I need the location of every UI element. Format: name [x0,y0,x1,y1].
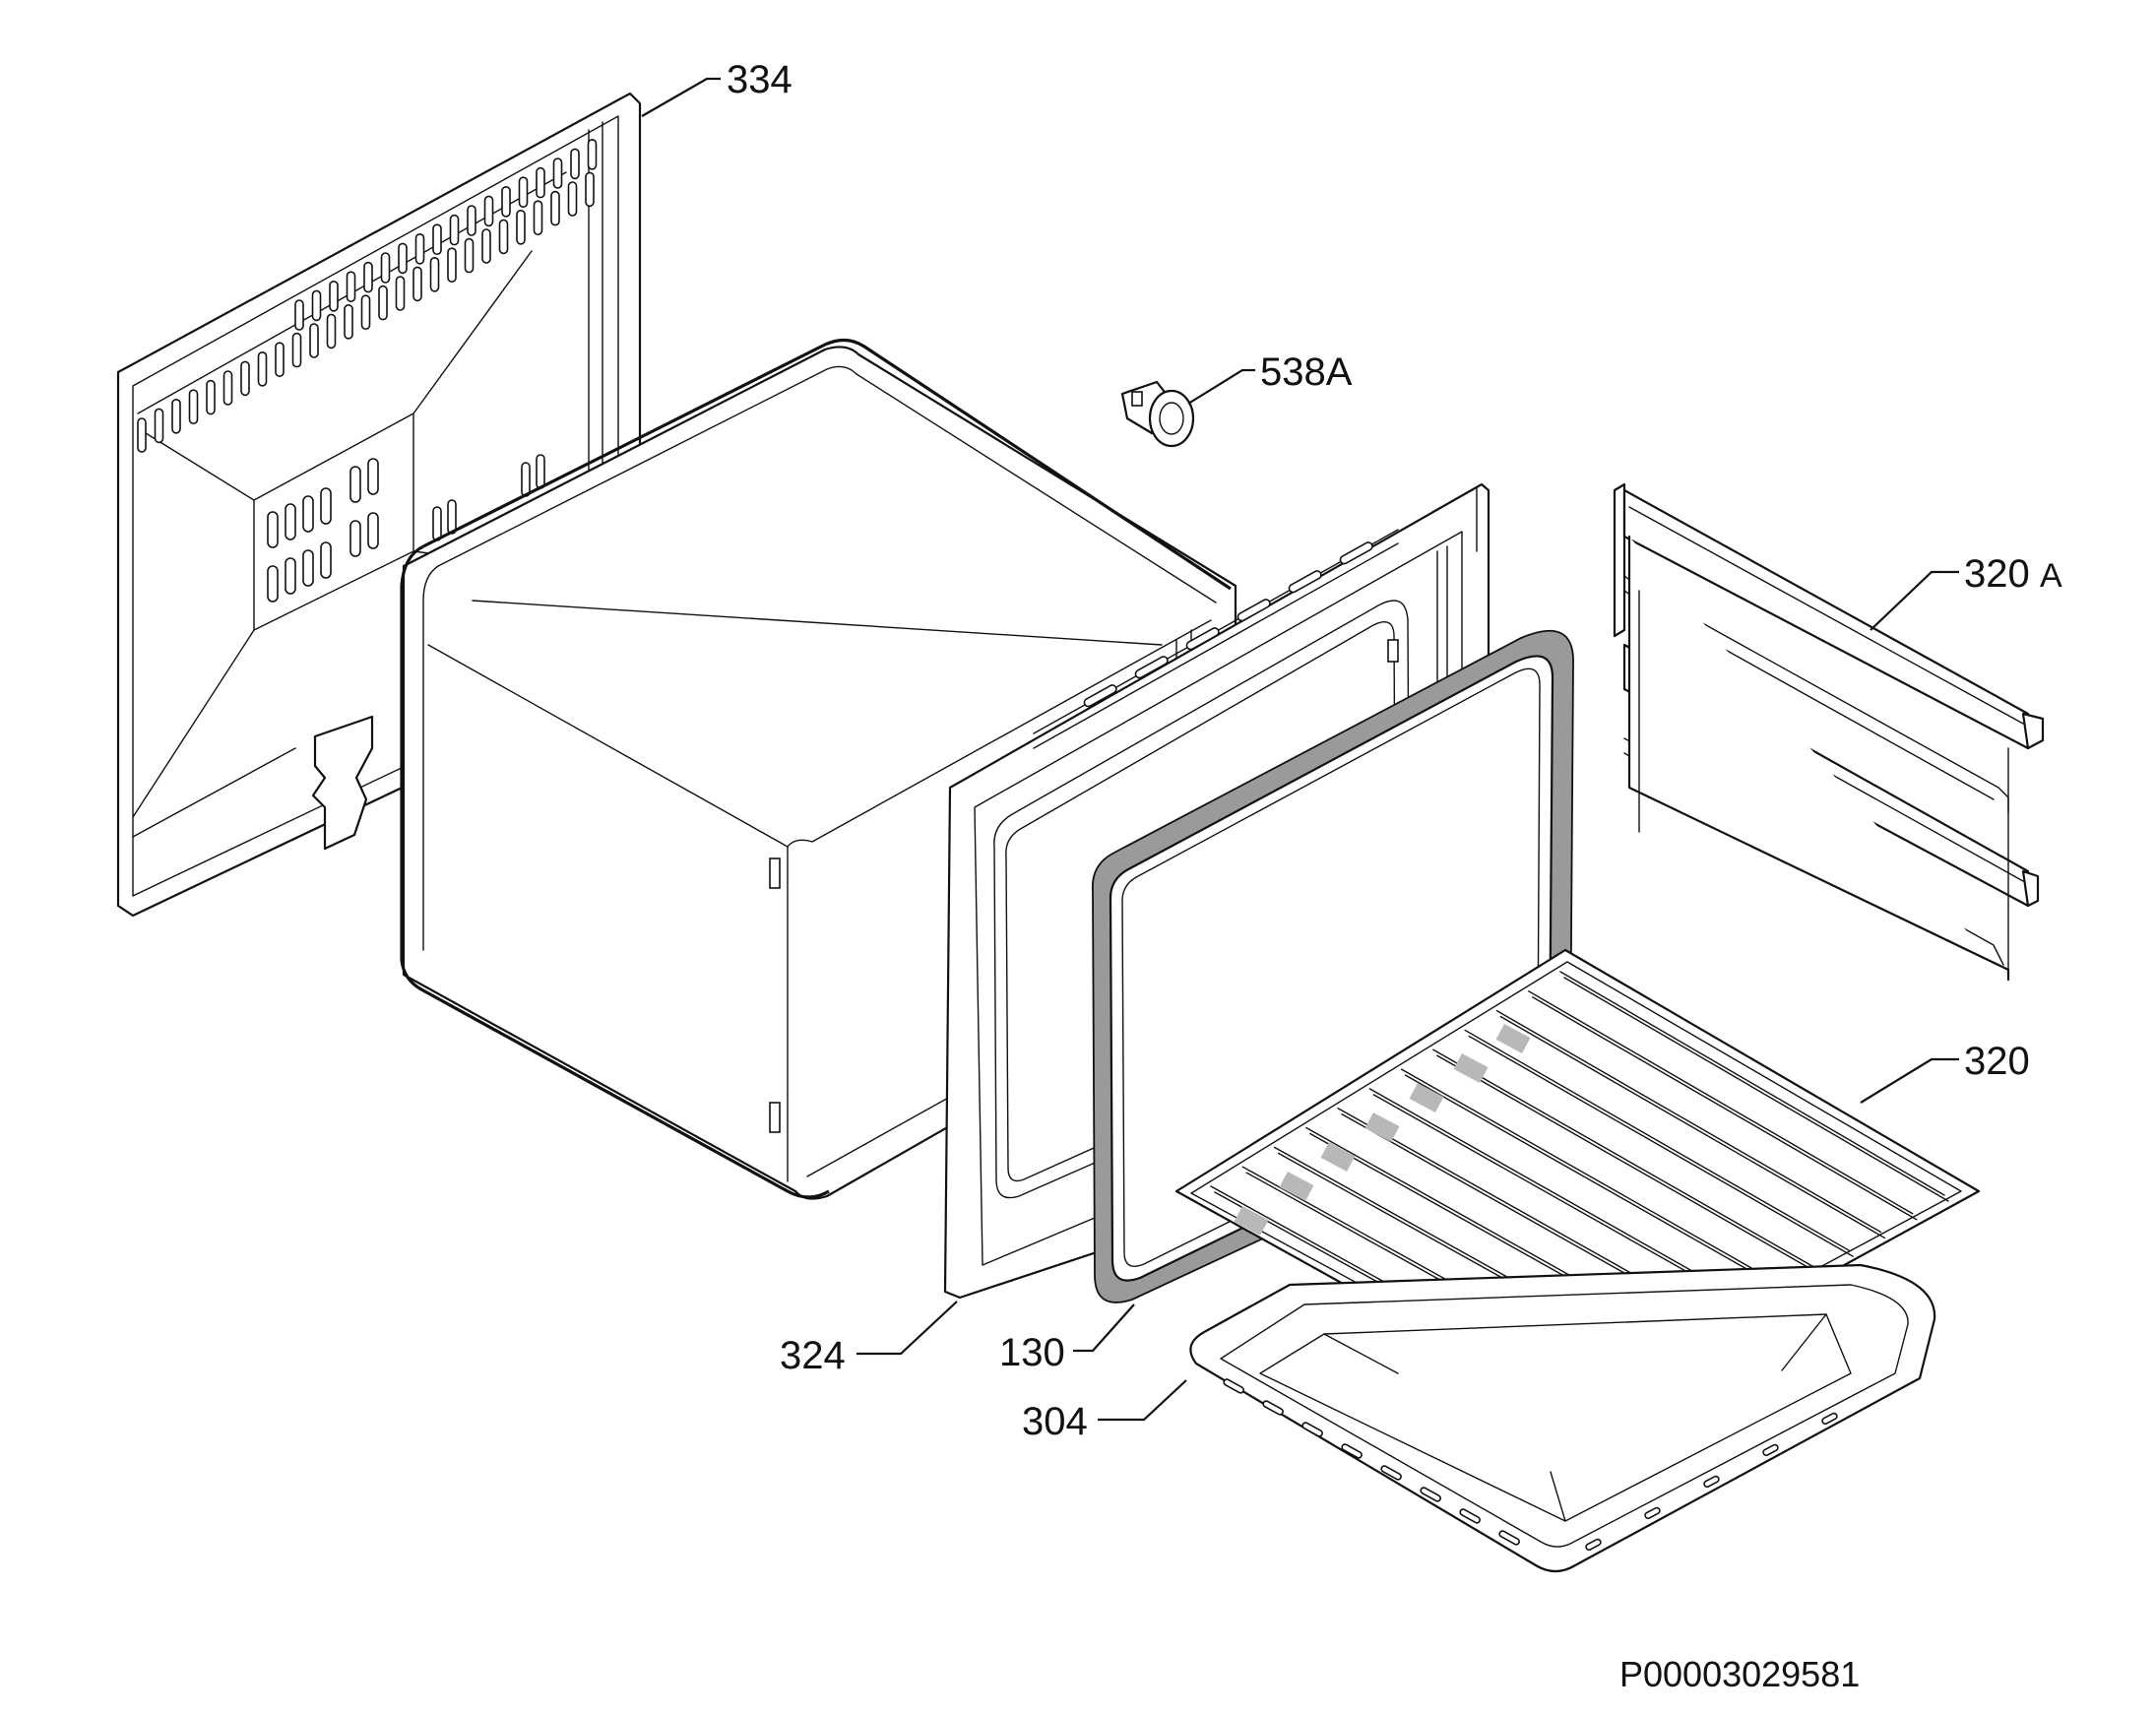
vent-slot [398,242,408,275]
vent-slot [533,200,543,235]
vent-slot [498,219,509,255]
tray-slot [1459,1508,1481,1524]
vent-slot [222,370,233,406]
vent-slot [467,205,476,236]
frame-slot [1339,541,1373,565]
vent-slot [344,303,353,340]
vent-slot [585,171,595,208]
vent-slot [326,313,337,349]
shelf-rod [1495,1009,1882,1234]
shelf-rod [1468,1035,1854,1257]
shelf-rod [1432,1048,1818,1270]
vent-slot [346,271,356,303]
vent-slot [447,247,457,283]
shelf-rod [1436,1054,1822,1276]
rear-panel-vent-slots [137,139,598,453]
wire-shelf-hatching [1234,1024,1531,1236]
tray-slot [1223,1378,1244,1394]
tray-slot [1762,1443,1779,1457]
vent-slot [360,294,371,331]
tray-slot [1498,1530,1520,1546]
vent-slot [378,285,388,321]
vent-slot [291,332,302,368]
frame-slot [1288,570,1322,594]
tray-slot [1585,1538,1602,1552]
vent-slot [552,158,563,189]
vent-slot [154,408,164,444]
leader-lines [641,77,1959,1422]
vent-slot [309,323,319,358]
shelf-rod [1532,996,1918,1221]
vent-slot [550,190,560,226]
vent-slot [294,299,304,331]
callout-320a-number: 320 [1964,552,2030,596]
shelf-rod [1368,1088,1755,1307]
callout-324: 324 [780,1334,846,1377]
tray-slot [1380,1465,1402,1481]
rear-panel-center-vents [267,454,545,603]
shelf-rod [1528,990,1914,1215]
tray-slot [1301,1422,1323,1437]
side-runners-320a [1613,482,2045,982]
vent-slot [567,181,578,217]
baking-tray-rim-slots [1223,1378,1838,1552]
tray-slot [1703,1475,1720,1489]
vent-slot [363,261,373,293]
tray-slot [1821,1412,1838,1426]
vent-slot [412,266,422,302]
frame-slot [1134,656,1169,679]
vent-slot [501,186,511,218]
vent-slot [432,223,442,255]
vent-slot [570,148,580,180]
callout-304: 304 [1022,1400,1088,1443]
shelf-rod [1499,1015,1886,1239]
shelf-rod [1464,1029,1850,1251]
vent-slot [329,280,339,312]
callout-334: 334 [727,58,793,101]
vent-slot [518,176,529,208]
vent-slot [481,228,491,264]
tray-slot [1341,1443,1363,1459]
vent-slot [536,166,545,199]
vent-slot [414,233,425,265]
shelf-rod [1563,977,1949,1202]
callout-538a: 538A [1260,350,1353,394]
vent-slot [171,398,181,434]
lamp-holder-538a [1120,380,1195,448]
callout-130: 130 [999,1331,1065,1374]
front-frame-slots [1083,541,1373,708]
vent-slot [464,237,475,274]
vent-slot [257,350,268,387]
vent-slot [380,252,391,284]
frame-slot [1185,627,1220,651]
shelf-rod [1400,1068,1787,1289]
frame-slot [1237,599,1271,622]
document-id: P00003029581 [1619,1654,1860,1694]
baking-tray-304 [1189,1263,1936,1573]
tray-slot [1262,1400,1284,1416]
callout-320: 320 [1964,1040,2030,1083]
vent-slot [311,289,322,322]
vent-slot [395,276,406,311]
vent-slot [206,379,216,415]
vent-slot [516,210,526,245]
vent-slot [429,256,440,292]
vent-slot [275,342,285,378]
shelf-rod [1559,971,1945,1196]
vent-slot [240,360,250,397]
vent-slot [483,195,494,227]
callout-320a-suffix: A [2040,557,2062,595]
vent-slot [137,417,147,453]
vent-slot [587,139,598,170]
vent-slot [188,389,199,425]
tray-slot [1644,1506,1661,1520]
tray-slot [1420,1487,1441,1502]
vent-slot [449,214,460,246]
frame-slot [1083,684,1117,708]
shelf-rod [1404,1074,1791,1295]
